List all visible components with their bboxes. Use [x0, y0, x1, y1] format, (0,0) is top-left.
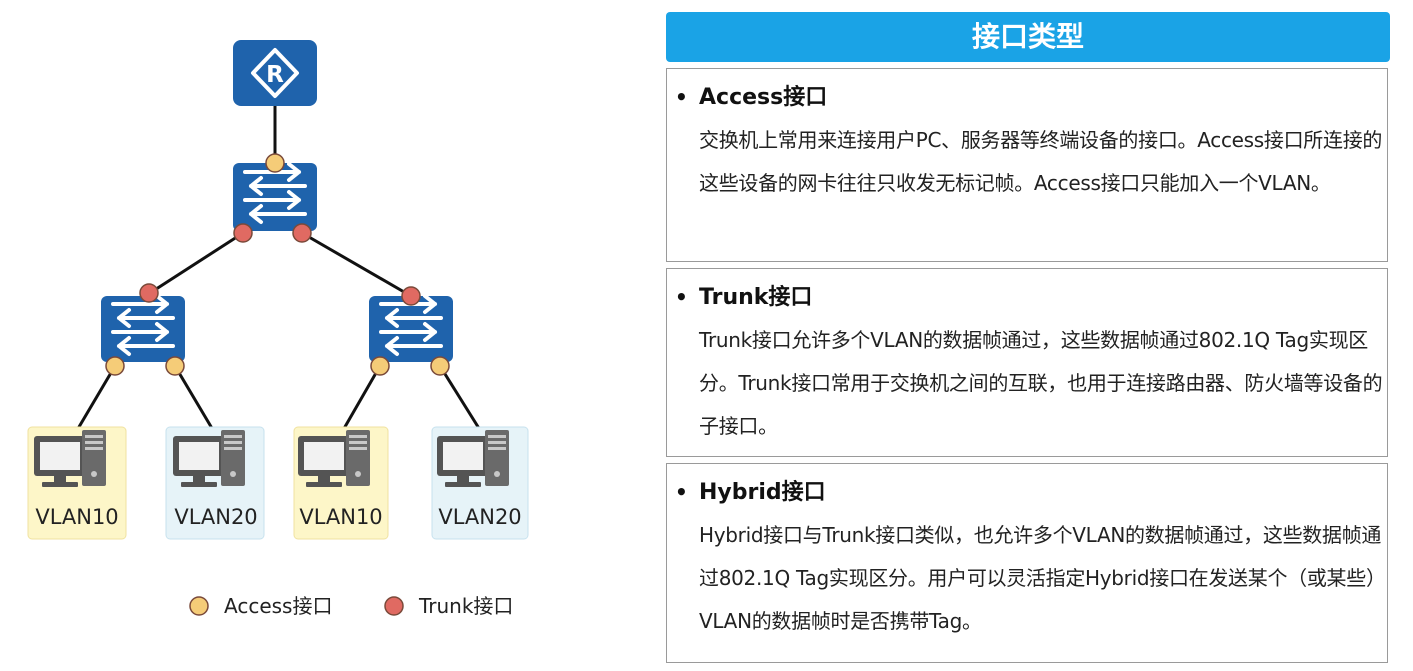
- access-port: [370, 356, 390, 376]
- section-body: 交换机上常用来连接用户PC、服务器等终端设备的接口。Access接口所连接的这些…: [699, 128, 1383, 195]
- legend-access-swatch: [189, 596, 209, 616]
- network-diagram: VLAN10 VLAN20 VLAN10 VLAN20 R: [27, 40, 529, 618]
- section-title-row: • Trunk接口: [675, 281, 1387, 313]
- trunk-port: [401, 286, 421, 306]
- router-icon: R: [266, 62, 284, 88]
- legend-trunk-swatch: [384, 596, 404, 616]
- access-port: [105, 356, 125, 376]
- section-title-row: • Hybrid接口: [675, 476, 1387, 508]
- pc-group: VLAN10 VLAN20 VLAN10 VLAN20: [27, 426, 529, 540]
- access-port: [430, 356, 450, 376]
- pc-label-4: VLAN20: [438, 505, 521, 529]
- section-title: Access接口: [699, 85, 828, 110]
- panel-header: 接口类型: [666, 12, 1390, 62]
- router: R: [233, 40, 317, 106]
- pc-label-2: VLAN20: [174, 505, 257, 529]
- access-port: [265, 153, 285, 173]
- section-title: Trunk接口: [699, 285, 813, 310]
- section-title-row: • Access接口: [675, 81, 1387, 113]
- ports: [105, 153, 450, 376]
- bullet-icon: •: [675, 85, 688, 109]
- pc-label-3: VLAN10: [299, 505, 382, 529]
- core-switch: [233, 162, 317, 231]
- section-body: Hybrid接口与Trunk接口类似，也允许多个VLAN的数据帧通过，这些数据帧…: [699, 523, 1382, 633]
- access-switch-right: [369, 294, 453, 362]
- section-trunk: • Trunk接口 Trunk接口允许多个VLAN的数据帧通过，这些数据帧通过80…: [666, 268, 1388, 457]
- trunk-port: [139, 283, 159, 303]
- legend: Access接口 Trunk接口: [189, 594, 513, 618]
- trunk-port: [292, 223, 312, 243]
- section-title: Hybrid接口: [699, 480, 826, 505]
- legend-trunk-label: Trunk接口: [418, 594, 513, 618]
- links: [74, 103, 482, 433]
- section-access: • Access接口 交换机上常用来连接用户PC、服务器等终端设备的接口。Acce…: [666, 68, 1388, 262]
- section-body: Trunk接口允许多个VLAN的数据帧通过，这些数据帧通过802.1Q Tag实…: [699, 328, 1383, 438]
- bullet-icon: •: [675, 285, 688, 309]
- legend-access-label: Access接口: [224, 594, 332, 618]
- pc-label-1: VLAN10: [35, 505, 118, 529]
- trunk-port: [233, 223, 253, 243]
- access-switch-left: [101, 294, 185, 362]
- bullet-icon: •: [675, 480, 688, 504]
- section-hybrid: • Hybrid接口 Hybrid接口与Trunk接口类似，也允许多个VLAN的数…: [666, 463, 1388, 663]
- access-port: [165, 356, 185, 376]
